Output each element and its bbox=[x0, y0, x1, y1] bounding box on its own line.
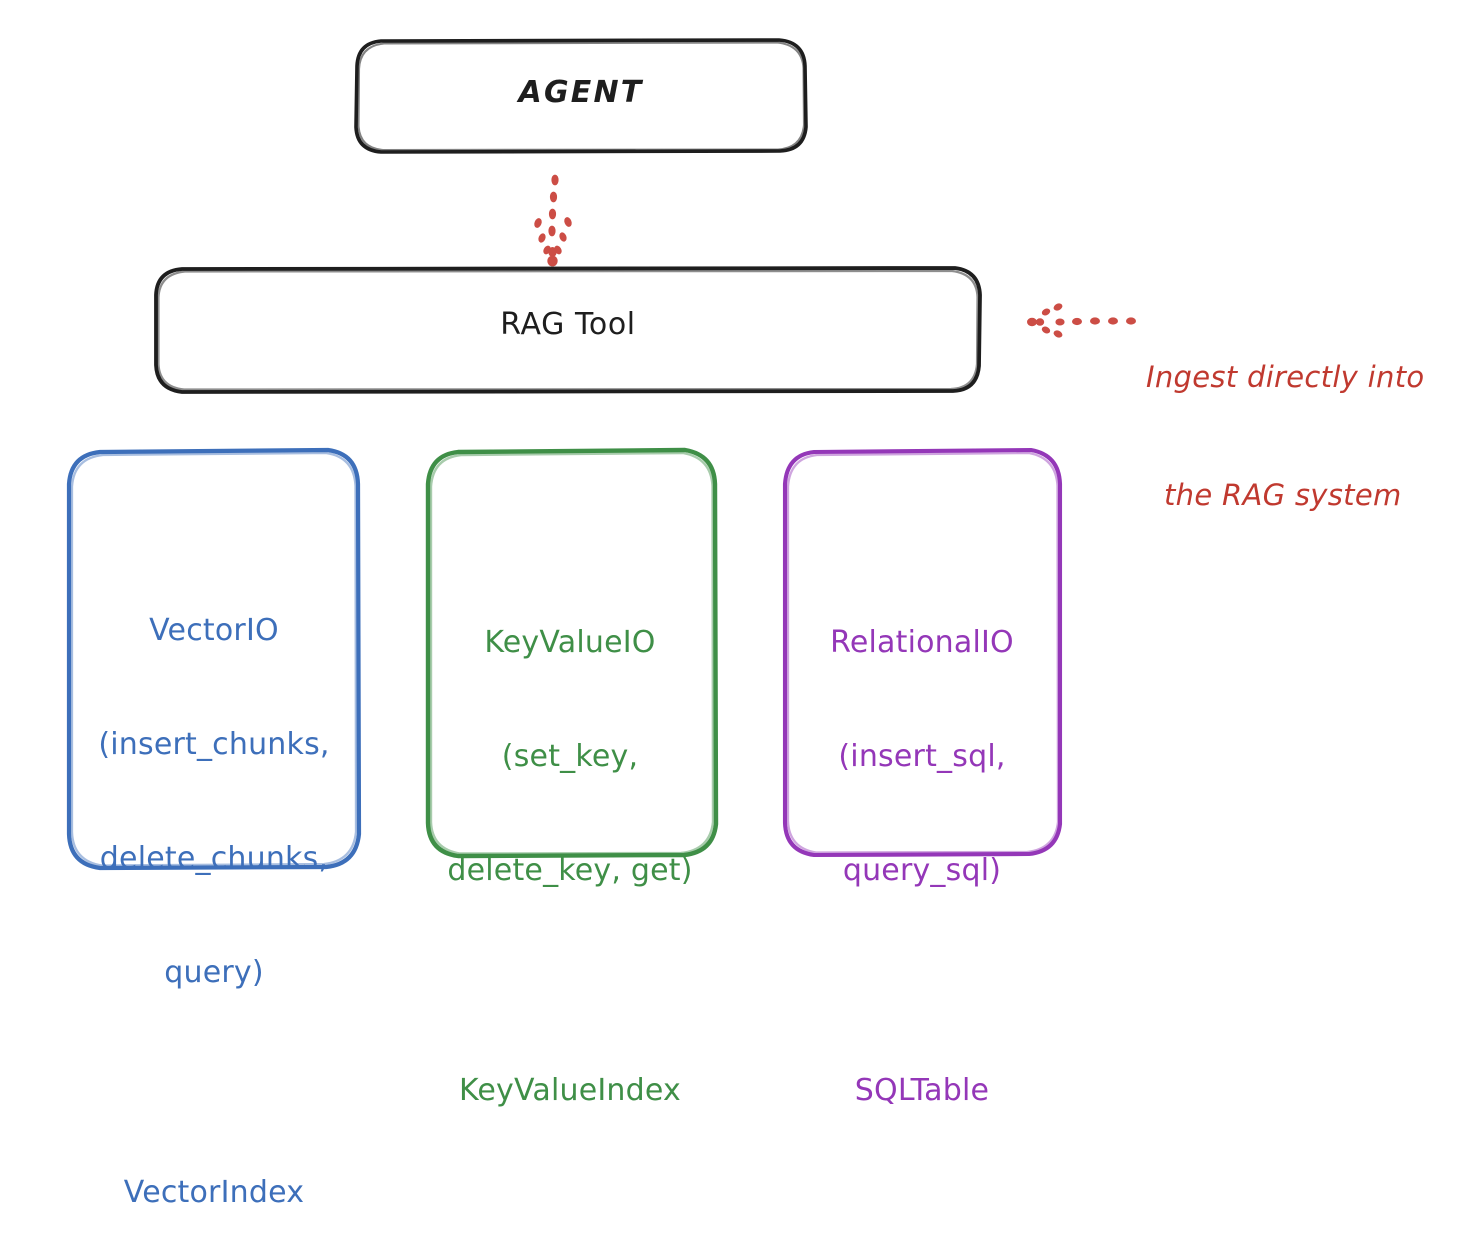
agent-box-outline bbox=[354, 38, 808, 154]
agent-box-outline-sketch bbox=[357, 41, 806, 152]
relational-io-box-outline-sketch bbox=[786, 451, 1060, 854]
vector-io-line-4: query) bbox=[164, 955, 264, 990]
connector-agent-to-rag-tool bbox=[534, 174, 572, 267]
relational-io-line-3: query_sql) bbox=[842, 853, 1002, 888]
relational-io-box-outline bbox=[782, 447, 1063, 858]
key-value-io-box-outline-sketch bbox=[429, 451, 715, 855]
diagram-canvas bbox=[66, 38, 1136, 871]
vector-io-spacer bbox=[68, 1068, 360, 1098]
vector-io-index-label: VectorIndex bbox=[123, 1175, 305, 1210]
key-value-io-box-outline bbox=[425, 447, 719, 859]
key-value-io-index-label: KeyValueIndex bbox=[459, 1073, 681, 1108]
key-value-io-line-3: delete_key, get) bbox=[447, 853, 693, 888]
node-rag-tool[interactable] bbox=[154, 266, 982, 394]
relational-io-index-label: SQLTable bbox=[854, 1073, 990, 1108]
key-value-io-line-1: KeyValueIO bbox=[484, 625, 656, 660]
vector-io-box-outline-sketch bbox=[70, 451, 358, 867]
node-agent[interactable] bbox=[354, 38, 808, 154]
key-value-io-line-2: (set_key, bbox=[501, 739, 639, 774]
relational-io-line-1: RelationalIO bbox=[830, 625, 1014, 660]
node-key-value-io[interactable] bbox=[425, 447, 719, 859]
vector-io-line-1: VectorIO bbox=[149, 613, 279, 648]
relational-io-label: RelationalIO (insert_sql, query_sql) SQL… bbox=[782, 548, 1062, 1148]
rag-tool-box-outline-sketch bbox=[157, 269, 979, 391]
relational-io-spacer bbox=[782, 966, 1062, 996]
node-relational-io[interactable] bbox=[782, 447, 1063, 858]
rag-tool-box-outline bbox=[154, 266, 982, 394]
relational-io-line-2: (insert_sql, bbox=[838, 739, 1006, 774]
key-value-io-label: KeyValueIO (set_key, delete_key, get) Ke… bbox=[424, 548, 716, 1148]
node-vector-io[interactable] bbox=[66, 447, 362, 871]
connector-ingest-arrow bbox=[1027, 303, 1136, 338]
vector-io-box-outline bbox=[66, 447, 362, 871]
vector-io-line-3: delete_chunks, bbox=[99, 841, 329, 876]
vector-io-line-2: (insert_chunks, bbox=[98, 727, 330, 762]
vector-io-label: VectorIO (insert_chunks, delete_chunks, … bbox=[68, 536, 360, 1250]
key-value-io-spacer bbox=[424, 966, 716, 996]
